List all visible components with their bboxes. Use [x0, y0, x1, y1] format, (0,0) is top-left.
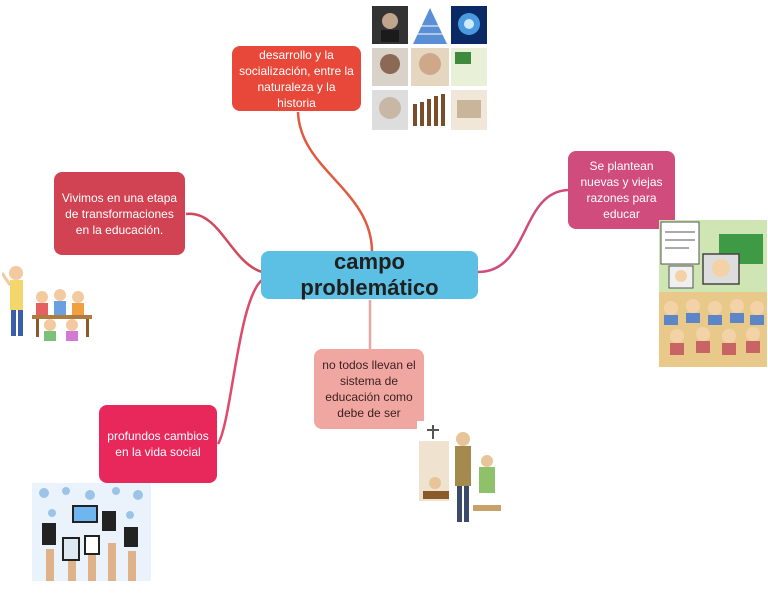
subtopic-education-system[interactable]: no todos llevan el sistema de educación … [314, 349, 424, 429]
subtopic-label: no todos llevan el sistema de educación … [322, 358, 416, 420]
central-topic-label: campo problemático [300, 249, 439, 300]
subtopic-label: Se plantean nuevas y viejas razones para… [580, 159, 663, 221]
subtopic-social-changes[interactable]: profundos cambios en la vida social [99, 405, 217, 483]
devices-hands-image [32, 483, 151, 581]
subtopic-label: desarrollo y la socialización, entre la … [239, 47, 354, 110]
students-cartoon-image [417, 421, 503, 527]
central-topic[interactable]: campo problemático [261, 249, 478, 300]
connector-top [296, 111, 374, 253]
subtopic-label: Vivimos en una etapa de transformaciones… [61, 190, 178, 237]
subtopic-transformations[interactable]: Vivimos en una etapa de transformaciones… [54, 172, 185, 255]
subtopic-label: profundos cambios en la vida social [107, 429, 209, 459]
connector-left-bottom [216, 279, 263, 445]
evolution-collage-image [371, 4, 489, 132]
classroom-comic-image [659, 220, 767, 367]
subtopic-development[interactable]: desarrollo y la socialización, entre la … [232, 46, 361, 111]
subtopic-reasons[interactable]: Se plantean nuevas y viejas razones para… [568, 151, 675, 229]
connector-right [477, 188, 569, 274]
connector-left-top [185, 212, 263, 274]
classroom-cartoon-image [2, 259, 96, 346]
